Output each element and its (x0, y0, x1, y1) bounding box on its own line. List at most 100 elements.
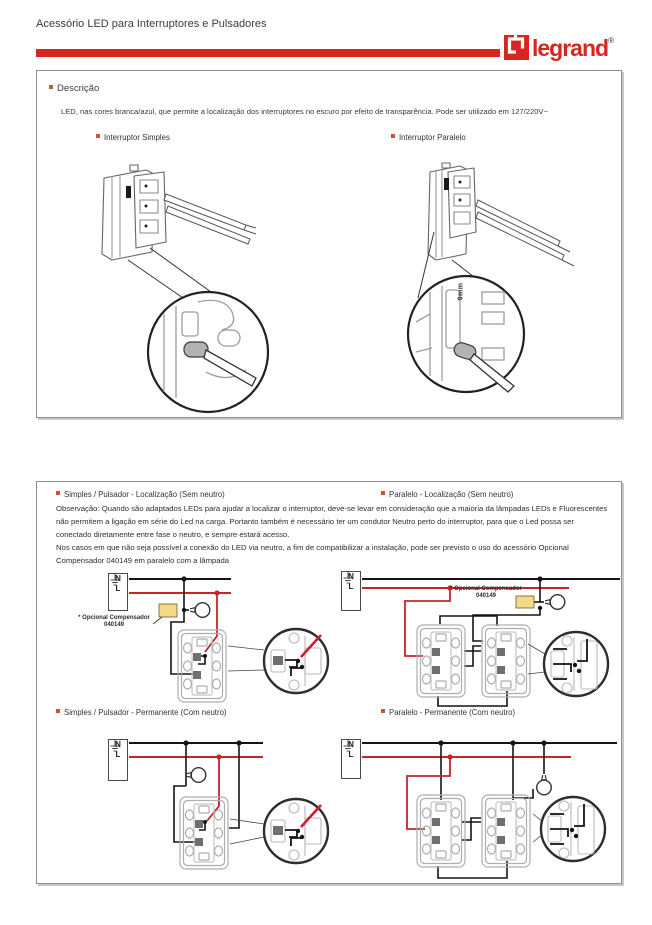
title-simples-localizacao: Simples / Pulsador - Localização (Sem ne… (56, 490, 225, 499)
title-paralelo-permanente: Paralelo - Permanente (Com neutro) (381, 708, 515, 717)
bullet-icon (56, 709, 60, 713)
junction-dot (181, 607, 187, 613)
diagram-simples-localizacao: N L * Opcional Compensador 040149 (67, 566, 337, 711)
figure-label-paralelo: Interruptor Paralelo (391, 133, 466, 142)
switch-mechanism (179, 796, 229, 870)
magnified-detail (415, 286, 505, 381)
junction-dot (236, 740, 242, 746)
note-paragraph-1: Observação: Quando são adaptados LEDs pa… (56, 504, 608, 539)
magnifier-leader (229, 818, 265, 825)
title-simples-permanente-text: Simples / Pulsador - Permanente (Com neu… (64, 708, 227, 717)
magnifier-leader (527, 671, 546, 675)
compensator-label-line2: 040149 (475, 593, 497, 599)
diagram-paralelo-localizacao: N L * Opcional Compensador 040149 (337, 566, 623, 711)
lamp-icon (544, 594, 566, 610)
legrand-logo-text: legrand (532, 35, 609, 61)
black-wiring (437, 579, 544, 707)
bullet-icon (96, 134, 100, 138)
junction-dot (438, 740, 444, 746)
diagram-simples-localizacao-svg (129, 576, 330, 703)
neutral-label: N (348, 572, 354, 581)
terminal-dot (203, 820, 207, 824)
switch-mechanism-right (481, 624, 531, 698)
line-label: L (115, 750, 121, 759)
ground-icon (110, 574, 120, 586)
compensator-label: * Opcional Compensador 040149 (73, 615, 155, 629)
red-wiring (206, 757, 220, 822)
bullet-icon (381, 491, 385, 495)
red-wiring (404, 588, 451, 657)
magnifier-detail (542, 630, 610, 698)
compensator-leader (152, 616, 163, 625)
title-simples-localizacao-text: Simples / Pulsador - Localização (Sem ne… (64, 490, 225, 499)
supply-box: N L (341, 571, 361, 611)
bullet-icon (391, 134, 395, 138)
red-wiring (406, 757, 451, 830)
figure-label-paralelo-text: Interruptor Paralelo (399, 133, 466, 142)
supply-box: N L (341, 739, 361, 779)
description-heading: Descrição (49, 83, 99, 94)
led-component (183, 341, 209, 358)
junction-dot-red (214, 590, 220, 596)
magnifier-circle (406, 274, 526, 394)
lamp-icon (536, 774, 552, 796)
interruptor-paralelo-figure (406, 162, 575, 394)
switch-mechanism-left (416, 794, 466, 868)
figure-label-simples-text: Interruptor Simples (104, 133, 170, 142)
magnifier-leader (227, 645, 265, 651)
switch-mechanism-drawing (427, 162, 477, 261)
magnified-detail (163, 299, 247, 398)
description-box: Descrição LED, nas cores branca/azul, qu… (36, 70, 622, 418)
terminal-dot (203, 654, 207, 658)
bullet-icon (56, 491, 60, 495)
diagram-paralelo-localizacao-svg (362, 576, 620, 707)
diagram-simples-permanente: N L (67, 734, 337, 884)
junction-dot-red (216, 754, 222, 760)
ground-icon (110, 740, 120, 752)
legrand-logo-icon (504, 35, 529, 60)
figure-label-simples: Interruptor Simples (96, 133, 170, 142)
magnifier-detail (262, 797, 330, 865)
diagram-paralelo-permanente-svg (362, 740, 617, 879)
led-wire (203, 349, 257, 387)
bullet-icon (49, 85, 53, 89)
switch-mechanism-right (481, 794, 531, 868)
junction-dot (183, 740, 189, 746)
wires-drawing (163, 193, 257, 245)
title-paralelo-localizacao-text: Paralelo - Localização (Sem neutro) (389, 490, 514, 499)
ground-icon (343, 740, 353, 752)
black-wiring (173, 743, 240, 843)
line-label: L (115, 584, 121, 593)
lamp-icon (189, 602, 211, 618)
page-title: Acessório LED para Interruptores e Pulsa… (36, 18, 267, 30)
neutral-label: N (348, 740, 354, 749)
brand-rule (36, 49, 500, 57)
line-label: L (348, 582, 354, 591)
supply-box: N L (108, 573, 128, 611)
switch-mechanism (177, 629, 227, 703)
junction-dot (181, 576, 187, 582)
supply-box: N L (108, 739, 128, 781)
magnifier-leader (527, 643, 546, 655)
neutral-label: N (115, 740, 121, 749)
led-wire (469, 353, 515, 393)
description-heading-text: Descrição (57, 83, 100, 94)
switch-mechanism-drawing (101, 164, 167, 261)
ground-icon (343, 572, 353, 584)
compensator-label-line1: * Opcional Compensador (450, 586, 522, 592)
diagram-paralelo-permanente: N L (337, 734, 623, 886)
red-wiring (204, 593, 218, 653)
description-text: LED, nas cores branca/azul, que permite … (61, 107, 548, 116)
diagram-simples-permanente-svg (129, 740, 330, 870)
bullet-icon (381, 709, 385, 713)
note-paragraph-2: Nos casos em que não seja possível a con… (56, 543, 569, 565)
legrand-logo: legrand ® (504, 35, 614, 61)
black-wiring (437, 743, 545, 879)
line-label: L (348, 750, 354, 759)
observation-note: Observação: Quando são adaptados LEDs pa… (56, 502, 608, 567)
wiring-box: Simples / Pulsador - Localização (Sem ne… (36, 481, 622, 884)
interruptor-simples-figure (101, 164, 270, 414)
lamp-icon (185, 767, 207, 783)
neutral-label: N (115, 574, 121, 583)
